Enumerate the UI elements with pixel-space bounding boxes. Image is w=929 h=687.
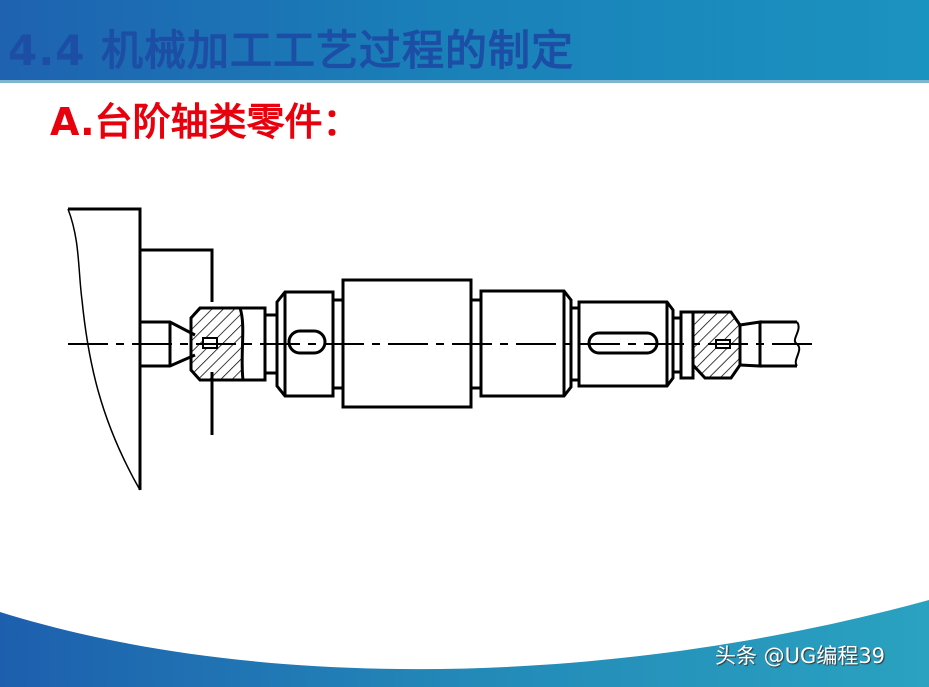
footer-wave — [0, 600, 929, 687]
lathe-headstock — [67, 207, 214, 491]
watermark-text: 头条 @UG编程39 — [715, 644, 886, 668]
slide-header-band — [0, 0, 929, 80]
header-divider — [0, 80, 929, 83]
keyway-left — [287, 329, 327, 355]
slide-subtitle: A.台阶轴类零件： — [50, 100, 361, 144]
slide-title: 4.4 机械加工工艺过程的制定 — [8, 26, 575, 75]
stepped-shaft-diagram — [67, 207, 820, 491]
